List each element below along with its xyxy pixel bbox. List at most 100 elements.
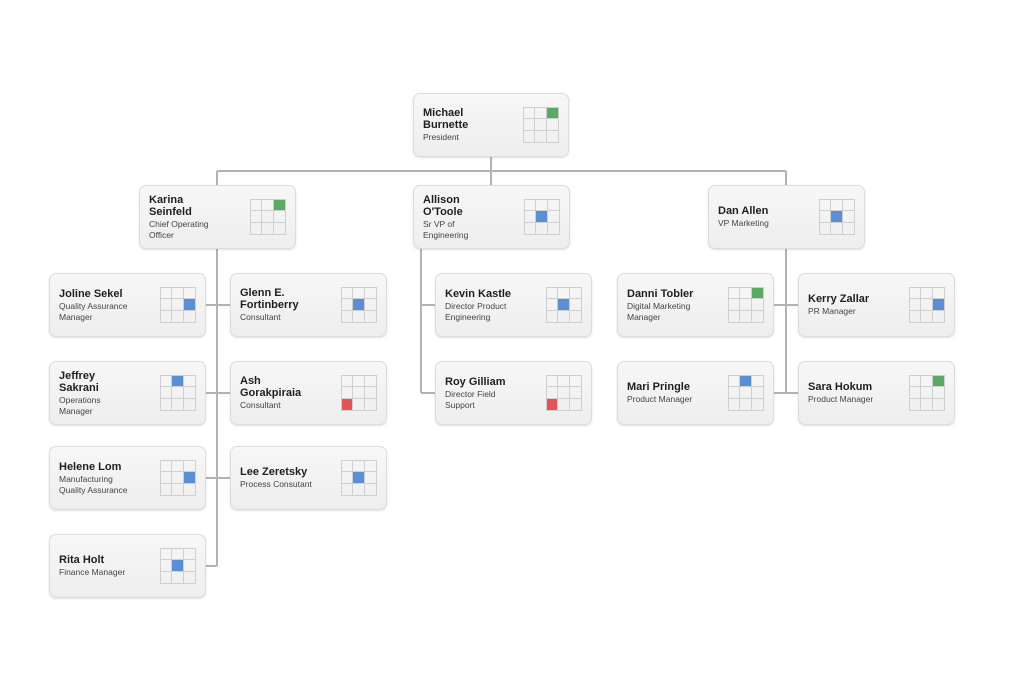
status-grid-icon	[909, 287, 945, 323]
node-name: Sara Hokum	[808, 381, 873, 394]
node-title: PR Manager	[808, 306, 856, 317]
node-title: Consultant	[240, 400, 281, 411]
grid-cell	[172, 472, 184, 484]
grid-cell	[909, 375, 921, 387]
grid-cell	[933, 399, 945, 411]
grid-cell	[819, 223, 831, 235]
node-name: Rita Holt	[59, 554, 105, 567]
status-marker	[274, 199, 286, 211]
grid-cell	[752, 387, 764, 399]
node-title: Director Product Engineering	[445, 301, 507, 322]
node-title: Operations Manager	[59, 395, 101, 416]
status-marker	[558, 299, 570, 311]
grid-cell	[365, 472, 377, 484]
grid-cell	[558, 387, 570, 399]
grid-cell	[819, 199, 831, 211]
grid-cell	[831, 199, 843, 211]
grid-cell	[341, 375, 353, 387]
grid-cell	[172, 548, 184, 560]
grid-cell	[535, 119, 547, 131]
grid-cell	[558, 375, 570, 387]
grid-cell	[160, 287, 172, 299]
node-title: Quality Assurance Manager	[59, 301, 128, 322]
grid-cell	[160, 560, 172, 572]
grid-cell	[909, 311, 921, 323]
status-marker	[933, 375, 945, 387]
status-grid-icon	[728, 375, 764, 411]
grid-cell	[184, 560, 196, 572]
status-marker	[933, 299, 945, 311]
grid-cell	[728, 375, 740, 387]
grid-cell	[172, 287, 184, 299]
status-grid-icon	[523, 107, 559, 143]
grid-cell	[740, 299, 752, 311]
grid-cell	[262, 211, 274, 223]
grid-cell	[558, 311, 570, 323]
node-name: Dan Allen	[718, 205, 769, 218]
grid-cell	[524, 223, 536, 235]
status-marker	[341, 399, 353, 411]
status-grid-icon	[160, 375, 196, 411]
grid-cell	[752, 375, 764, 387]
grid-cell	[740, 311, 752, 323]
grid-cell	[341, 311, 353, 323]
node-name: Joline Sekel	[59, 288, 123, 300]
grid-cell	[250, 199, 262, 211]
grid-cell	[546, 375, 558, 387]
grid-cell	[341, 287, 353, 299]
grid-cell	[921, 299, 933, 311]
status-grid-icon	[160, 287, 196, 323]
grid-cell	[570, 387, 582, 399]
grid-cell	[548, 223, 560, 235]
node-title: Digital Marketing Manager	[627, 301, 691, 322]
grid-cell	[353, 375, 365, 387]
grid-cell	[558, 287, 570, 299]
grid-cell	[365, 375, 377, 387]
grid-cell	[353, 387, 365, 399]
status-grid-icon	[341, 460, 377, 496]
grid-cell	[921, 311, 933, 323]
grid-cell	[172, 299, 184, 311]
grid-cell	[172, 484, 184, 496]
grid-cell	[160, 375, 172, 387]
grid-cell	[365, 399, 377, 411]
grid-cell	[365, 484, 377, 496]
node-title: Manufacturing Quality Assurance	[59, 474, 128, 495]
grid-cell	[365, 387, 377, 399]
grid-cell	[341, 460, 353, 472]
node-name: Jeffrey Sakrani	[59, 370, 99, 394]
node-title: Process Consutant	[240, 479, 312, 490]
node-name: Mari Pringle	[627, 381, 690, 394]
node-title: Product Manager	[808, 394, 874, 405]
grid-cell	[524, 199, 536, 211]
grid-cell	[536, 223, 548, 235]
grid-cell	[570, 299, 582, 311]
grid-cell	[752, 311, 764, 323]
grid-cell	[341, 387, 353, 399]
